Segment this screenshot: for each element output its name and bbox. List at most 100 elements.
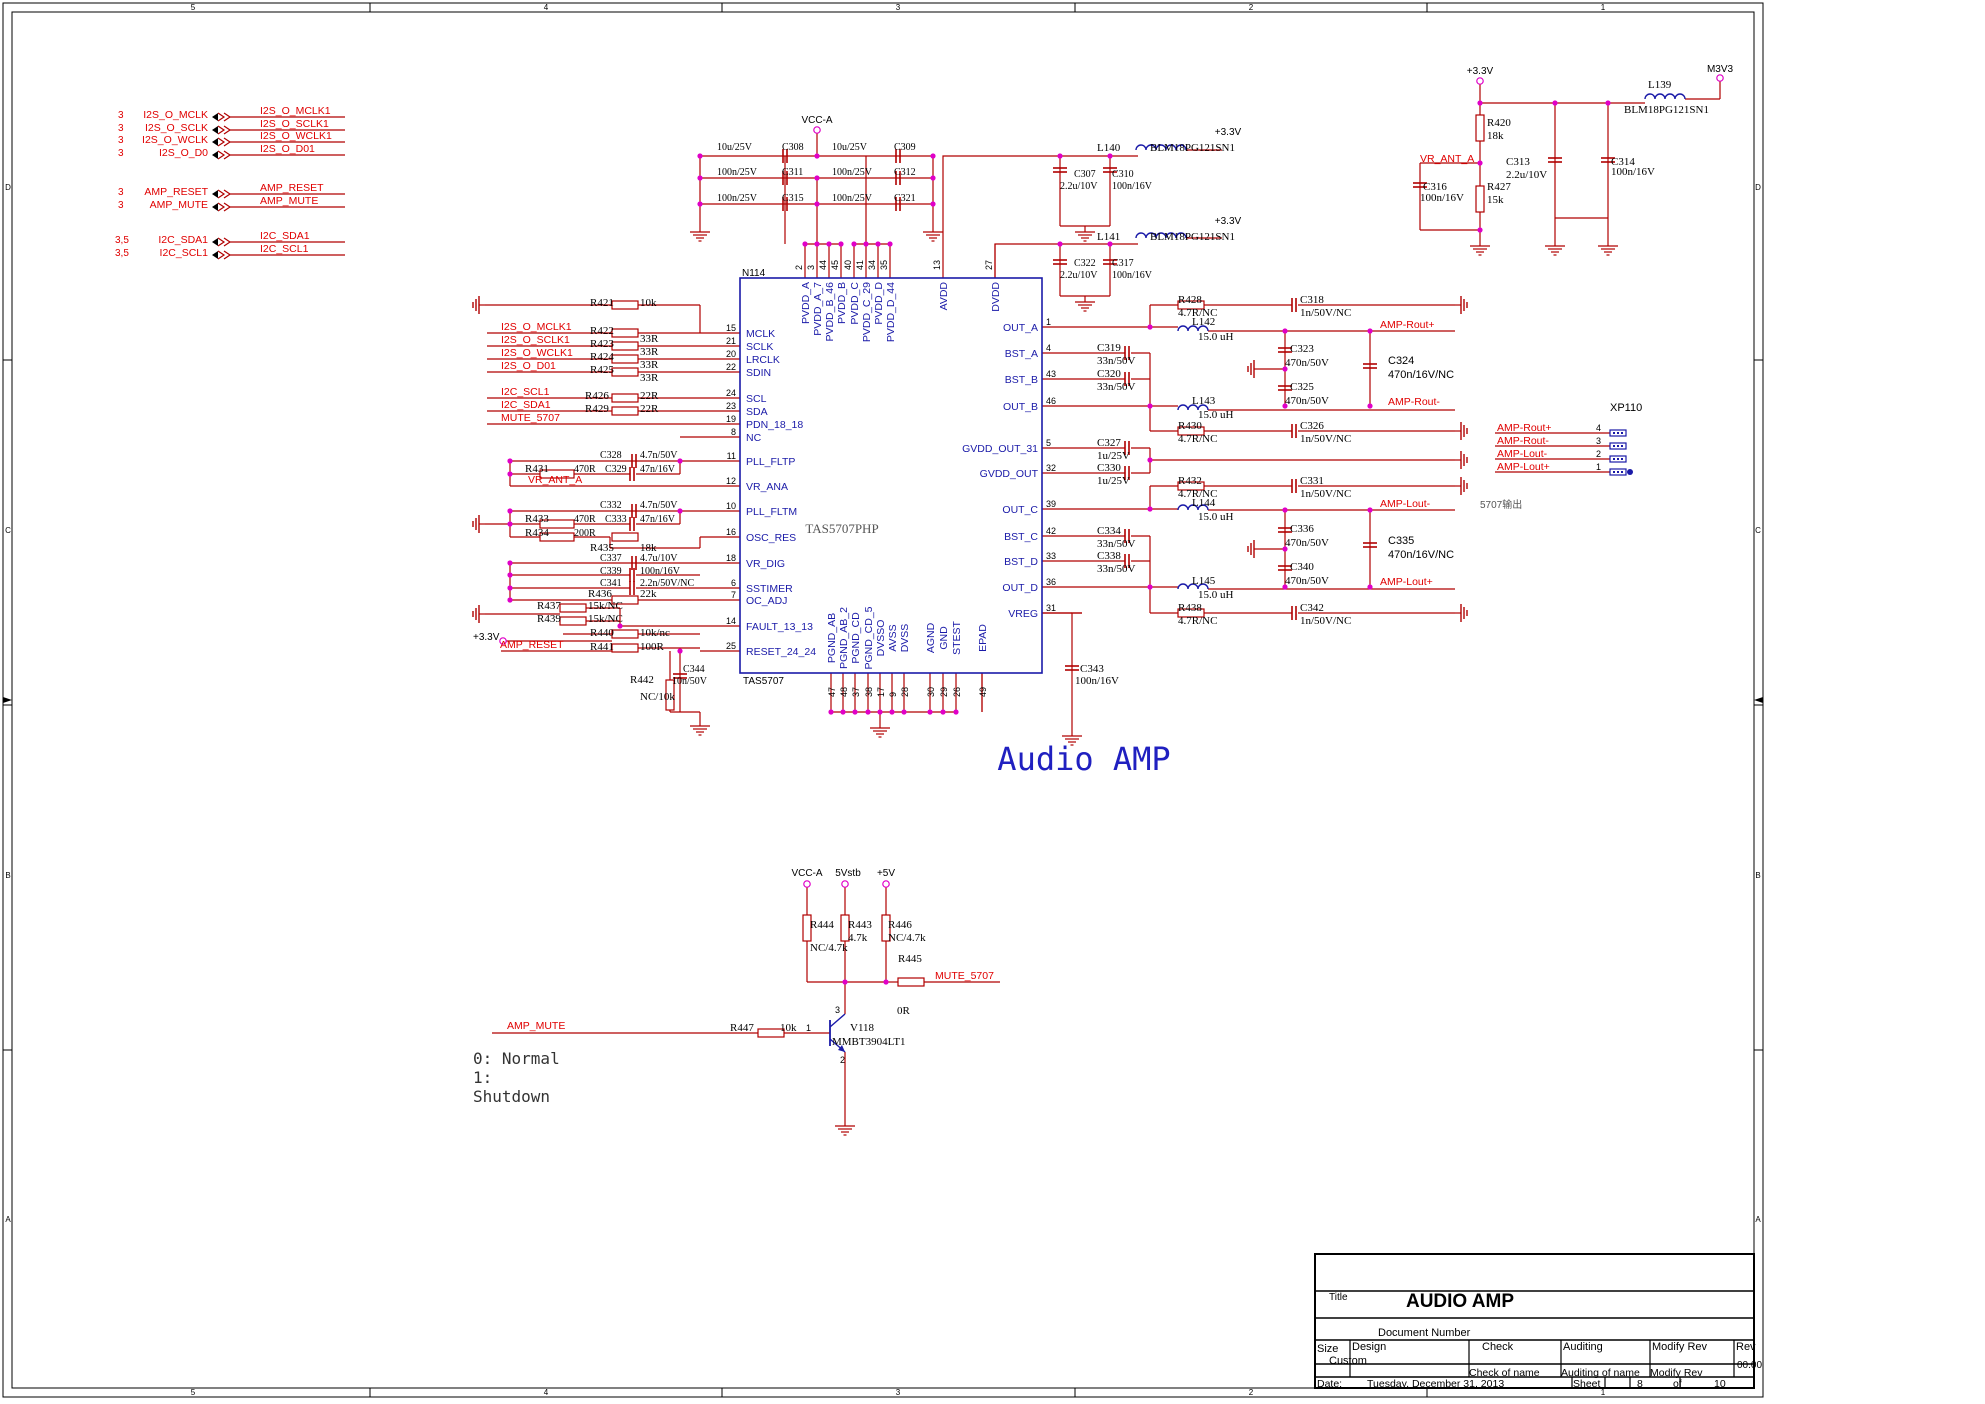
- resistor-value-24: NC/4.7k: [810, 942, 848, 954]
- wire-105: [942, 155, 1138, 244]
- pin-number-37: 13: [932, 260, 942, 270]
- transistor-ref: V118: [850, 1022, 875, 1034]
- port-arrow-2: [212, 126, 218, 134]
- junction-19: [930, 201, 936, 207]
- cap-ref-2: C311: [782, 167, 803, 178]
- resistor-value-26: NC/4.7k: [888, 932, 926, 944]
- connector-ref: XP110: [1610, 402, 1642, 414]
- pin-name-49: EPAD: [977, 624, 989, 652]
- pin-name-23: GVDD_OUT: [980, 468, 1039, 480]
- power-label-4: +3.3V: [1467, 66, 1494, 77]
- cap-ref-33: C335: [1388, 535, 1414, 547]
- port-label-7: I2C_SDA1: [158, 234, 208, 246]
- resistor-ref-5: R425: [590, 364, 614, 376]
- resistor-7: [611, 406, 639, 416]
- pin-name-33: PVDD_C: [849, 282, 861, 325]
- port-arrow-7: [212, 238, 218, 246]
- junction-43: [677, 648, 683, 654]
- junction-62: [1477, 160, 1483, 166]
- net-label-3: I2S_O_WCLK1: [260, 130, 332, 142]
- cap-ref-24: C324: [1388, 355, 1414, 367]
- title-block-field-3: Size: [1317, 1343, 1338, 1355]
- pin-name-24: OUT_C: [1002, 504, 1038, 516]
- resistor-value-21: 4.7R/NC: [1178, 615, 1217, 627]
- inductor-value-7: BLM18PG121SN1: [1624, 104, 1709, 116]
- junction-33: [677, 458, 683, 464]
- junction-48: [1367, 328, 1373, 334]
- resistor-10: [539, 532, 575, 542]
- pin-number-39: 47: [827, 687, 837, 697]
- pin-name-47: GND: [938, 626, 950, 650]
- cap-value-23: 470n/50V: [1285, 395, 1329, 407]
- pin-name-16: FAULT_13_13: [746, 621, 813, 633]
- zone-row-2: D: [1755, 183, 1761, 192]
- zone-row-6: B: [1755, 871, 1760, 880]
- resistor-8: [539, 469, 575, 479]
- wire-136: [217, 125, 226, 135]
- pin-number-33: 40: [843, 260, 853, 270]
- resistor-ref-13: R437: [537, 600, 561, 612]
- resistor-ref-2: R422: [590, 325, 614, 337]
- port-arrow-5: [212, 190, 218, 198]
- inductor-6: [1177, 583, 1209, 590]
- title-block-field-5: Design: [1352, 1341, 1386, 1353]
- cap-value-38: 100n/16V: [1611, 166, 1655, 178]
- cap-ref-5: C312: [894, 167, 916, 178]
- pin-number-29: 2: [794, 265, 804, 270]
- pin-number-14: 6: [731, 578, 736, 588]
- title-block-field-9: Rev: [1736, 1341, 1756, 1353]
- junction-2: [840, 709, 846, 715]
- port-arrow-6: [212, 203, 218, 211]
- inductor-ref-7: L139: [1648, 79, 1672, 91]
- cap-value-25: 1n/50V/NC: [1300, 433, 1351, 445]
- inductor-ref-5: L144: [1192, 497, 1216, 509]
- zone-col-4: 4: [544, 1388, 549, 1397]
- pin-number-56: 2: [840, 1055, 845, 1065]
- title-block-title: AUDIO AMP: [1406, 1291, 1514, 1312]
- resistor-value-16: 100R: [640, 641, 665, 653]
- junction-27: [887, 241, 893, 247]
- junction-9: [940, 709, 946, 715]
- resistor-ref-15: R440: [590, 627, 614, 639]
- inductor-ref-6: L145: [1192, 575, 1216, 587]
- zone-col: 5: [191, 3, 196, 12]
- net-label-2: I2S_O_SCLK1: [260, 118, 329, 130]
- cap-ref-36: C316: [1423, 181, 1447, 193]
- ic-ref: N114: [742, 268, 766, 279]
- pin-name-18: OUT_A: [1003, 322, 1038, 334]
- resistor-value-28: 10k: [780, 1022, 797, 1034]
- pin-number-53: 1: [1596, 462, 1601, 472]
- junction-34: [507, 471, 513, 477]
- junction-17: [697, 201, 703, 207]
- net-label-20: AMP-Lout-: [1380, 498, 1431, 510]
- sheet-ref-3: 3: [118, 135, 124, 146]
- cap-ref-4: C309: [894, 142, 916, 153]
- pin-name-28: VREG: [1008, 608, 1038, 620]
- resistor-ref-4: R424: [590, 351, 614, 363]
- pin-number-46: 30: [926, 687, 936, 697]
- pin-number-54: 1: [806, 1023, 811, 1033]
- net-label-21: AMP-Lout+: [1380, 576, 1433, 588]
- cap-ref-32: C340: [1290, 561, 1314, 573]
- junction-54: [1282, 584, 1288, 590]
- resistor-value-14: 15k/NC: [588, 613, 623, 625]
- pin-number-22: 5: [1046, 438, 1051, 448]
- pin-name-36: PVDD_D_44: [885, 282, 897, 342]
- zone-col-7: 2: [1249, 3, 1254, 12]
- power-port: [813, 126, 821, 134]
- cap-ref-6: C321: [894, 193, 916, 204]
- net-label-7: I2C_SDA1: [260, 230, 310, 242]
- pin-name: MCLK: [746, 328, 775, 340]
- cap-value-34: 1n/50V/NC: [1300, 615, 1351, 627]
- mute-note: 0: Normal: [473, 1049, 560, 1068]
- junction-22: [826, 241, 832, 247]
- inductor-value-5: 15.0 uH: [1198, 511, 1234, 523]
- pin-name-3: LRCLK: [746, 354, 780, 366]
- sheet-ref: 3: [118, 110, 124, 121]
- resistor-13: [559, 603, 587, 613]
- pin-number-36: 35: [879, 260, 889, 270]
- cap-value-9: 2.2u/10V: [1060, 270, 1098, 281]
- resistor-value-2: 33R: [640, 333, 659, 345]
- junction-5: [877, 709, 883, 715]
- pin-number-16: 14: [726, 616, 736, 626]
